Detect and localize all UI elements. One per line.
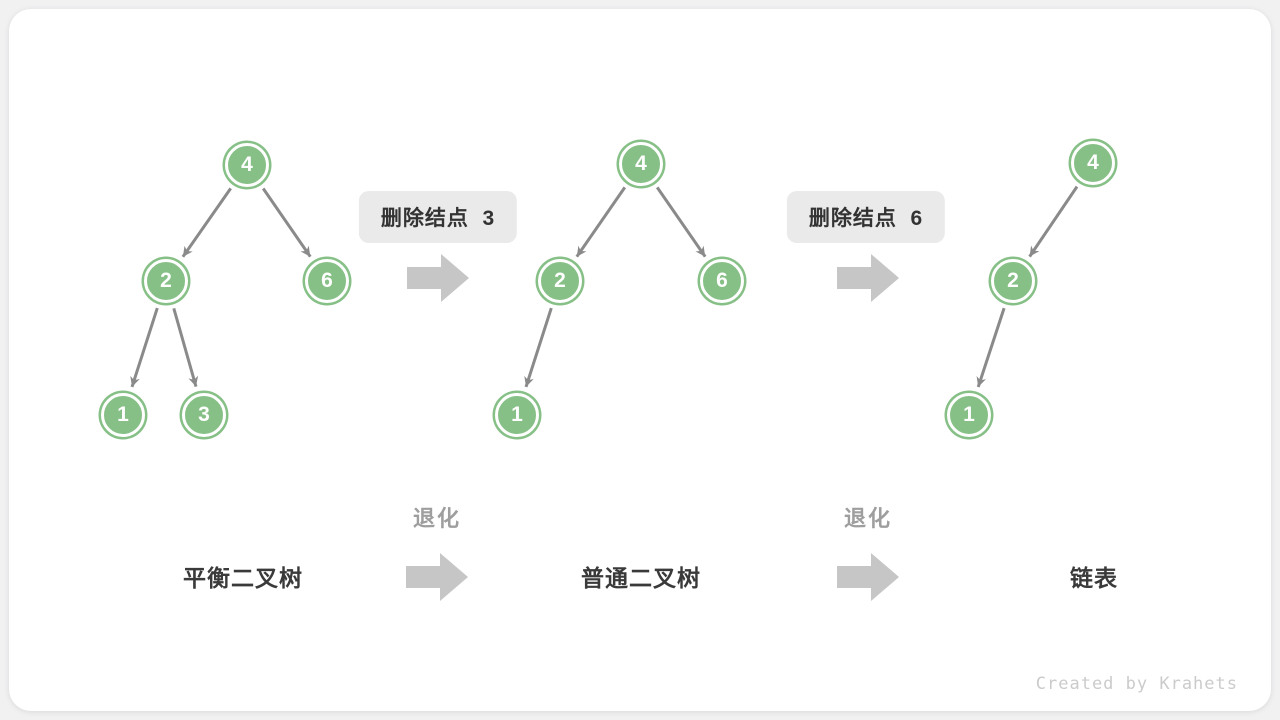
delete-node-3-badge: 删除结点 3 — [358, 191, 518, 243]
watermark: Created by Krahets — [1035, 674, 1238, 694]
tree-node-1: 1 — [101, 393, 145, 437]
delete-node-6-badge: 删除结点 6 — [786, 191, 946, 243]
tree-node-4: 4 — [619, 142, 663, 186]
tree-node-3: 3 — [182, 393, 226, 437]
tree-node-1: 1 — [947, 393, 991, 437]
tree-node-6: 6 — [700, 259, 744, 303]
tree-node-4: 4 — [1071, 141, 1115, 185]
tree-node-1: 1 — [495, 393, 539, 437]
tree-node-6: 6 — [305, 259, 349, 303]
degrade-label-1: 退化 — [412, 506, 462, 531]
linked-list-label: 链表 — [1070, 565, 1118, 591]
ordinary-binary-tree-label: 普通二叉树 — [581, 565, 701, 591]
tree-node-2: 2 — [144, 259, 188, 303]
tree-node-2: 2 — [538, 259, 582, 303]
tree-node-2: 2 — [991, 259, 1035, 303]
degrade-label-2: 退化 — [843, 506, 893, 531]
card-background — [9, 9, 1271, 711]
balanced-binary-tree-label: 平衡二叉树 — [183, 565, 303, 591]
tree-node-4: 4 — [225, 143, 269, 187]
